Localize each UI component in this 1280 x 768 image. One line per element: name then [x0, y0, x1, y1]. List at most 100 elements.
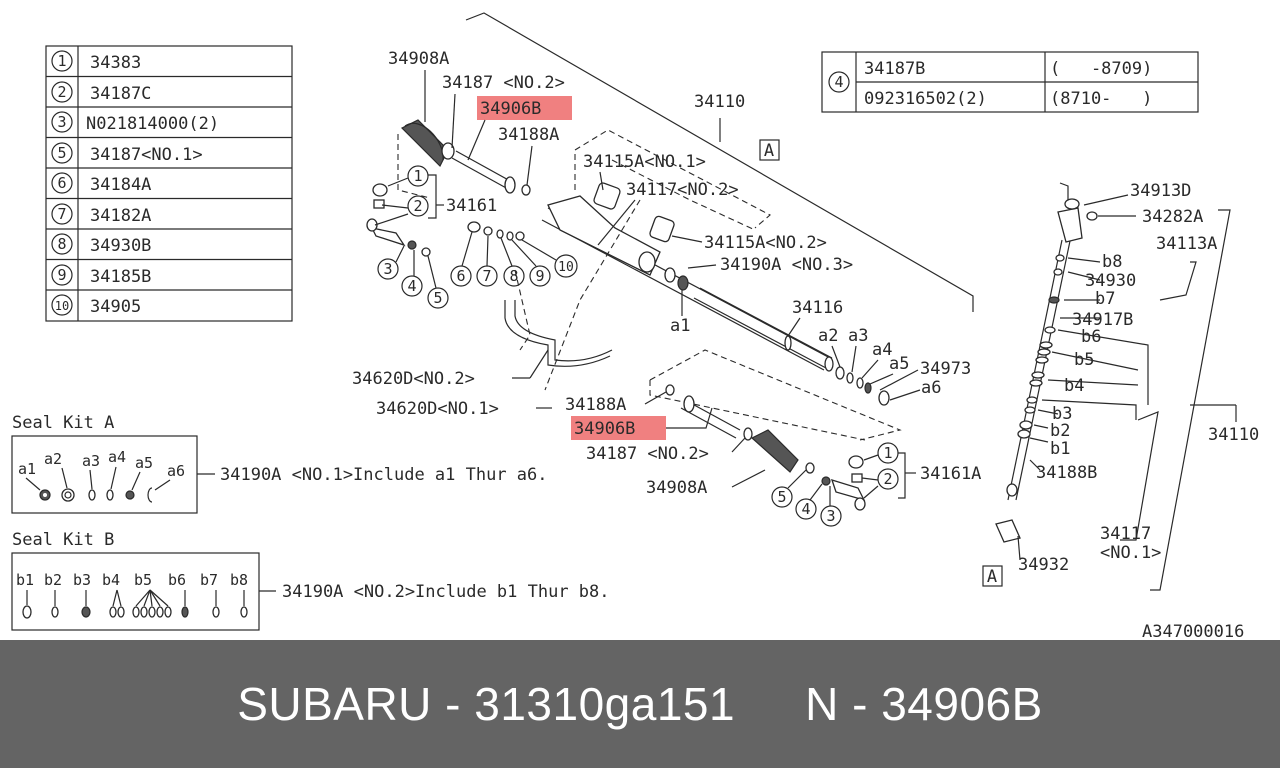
reference-mark: [982, 565, 1003, 587]
part-label-highlighted: 34906B: [480, 99, 541, 119]
seal-item-label: b3: [73, 571, 91, 589]
part-label: b8: [1102, 252, 1122, 272]
part-label: 34913D: [1130, 181, 1191, 201]
part-label: a1: [670, 316, 690, 336]
legend-index: 3: [57, 113, 66, 131]
footer-part-number: N - 34906B: [805, 678, 1043, 730]
variant-part-number: 34187B: [864, 59, 925, 79]
legend-index: 8: [57, 235, 66, 253]
callout-number: 3: [383, 260, 392, 278]
highlight-box: [477, 96, 572, 120]
part-label: b3: [1052, 404, 1072, 424]
legend-row: 2 34187C: [51, 81, 151, 104]
part-label: b5: [1074, 350, 1094, 370]
legend-row: 10 34905: [51, 294, 141, 317]
part-label: b4: [1064, 376, 1084, 396]
legend-part-number: 34930B: [90, 236, 151, 256]
part-label: b7: [1095, 289, 1115, 309]
seal-item-label: b7: [200, 571, 218, 589]
callout-number: 2: [413, 197, 422, 215]
legend-index: 7: [57, 205, 66, 223]
part-label: 34930: [1085, 271, 1136, 291]
part-label: a6: [921, 378, 941, 398]
steering-rack-assembly: [366, 12, 974, 511]
legend-part-number: 34905: [90, 297, 141, 317]
legend-row: 7 34182A: [51, 203, 151, 226]
callout-number: 8: [509, 267, 518, 285]
variant-part-number: 092316502(2): [864, 89, 987, 109]
seal-item-label: a3: [82, 452, 100, 470]
part-label: 34113A: [1156, 234, 1217, 254]
legend-part-number: 34383: [90, 53, 141, 73]
legend-part-number: 34187<NO.1>: [90, 145, 203, 165]
reference-mark-label: A: [987, 567, 997, 587]
highlight-box: [571, 416, 666, 440]
legend-index: 10: [55, 299, 69, 313]
footer-bar: SUBARU - 31310ga151 N - 34906B: [0, 640, 1280, 768]
callout-number: 5: [777, 488, 786, 506]
part-label: 34110: [694, 92, 745, 112]
legend-index: 5: [57, 144, 66, 162]
seal-item-label: b1: [16, 571, 34, 589]
seal-item-label: b2: [44, 571, 62, 589]
callout-number: 3: [826, 507, 835, 525]
seal-kit-b-title: Seal Kit B: [12, 530, 114, 550]
part-label: a4: [872, 340, 892, 360]
part-label: 34161A: [920, 464, 981, 484]
part-label: a3: [848, 326, 868, 346]
seal-kit-a-callout: 34190A <NO.1>Include a1 Thur a6.: [220, 465, 548, 485]
parts-diagram: 1 34383 2 34187C 3 N021814000(2) 5 34187…: [11, 12, 1259, 640]
seal-item-label: b5: [134, 571, 152, 589]
callout-number: 1: [883, 444, 892, 462]
legend-row: 3 N021814000(2): [51, 111, 219, 134]
reference-mark: [759, 139, 780, 161]
part-label: 34908A: [646, 478, 707, 498]
legend-row: 6 34184A: [51, 172, 151, 195]
callout-number: 9: [535, 267, 544, 285]
part-label: 34187 <NO.2>: [442, 73, 565, 93]
callout-number: 10: [558, 260, 574, 275]
part-label: 34161: [446, 196, 497, 216]
seal-item-label: a5: [135, 454, 153, 472]
variant-table: 4 34187B ( -8709) 092316502(2) (8710- ): [821, 51, 1199, 113]
legend-row: 5 34187<NO.1>: [51, 142, 203, 165]
variant-table-index: 4: [834, 73, 843, 91]
part-label: 34973: [920, 359, 971, 379]
part-label: 34188B: [1036, 463, 1097, 483]
seal-kit-b-callout: 34190A <NO.2>Include b1 Thur b8.: [282, 582, 610, 602]
seal-item-label: b8: [230, 571, 248, 589]
seal-item-label: a2: [44, 450, 62, 468]
part-label: 34117<NO.2>: [626, 180, 739, 200]
callout-number: 2: [883, 470, 892, 488]
part-label: 34188A: [565, 395, 626, 415]
legend-part-number: 34184A: [90, 175, 151, 195]
part-label: 34187 <NO.2>: [586, 444, 709, 464]
callout-number: 4: [801, 500, 810, 518]
seal-item-label: a6: [167, 462, 185, 480]
callout-number: 4: [407, 277, 416, 295]
legend-row: 8 34930B: [51, 233, 151, 256]
part-label: 34115A<NO.1>: [583, 152, 706, 172]
legend-index: 2: [57, 83, 66, 101]
legend-part-number: N021814000(2): [86, 114, 219, 134]
part-label: 34620D<NO.2>: [352, 369, 475, 389]
part-label: a5: [889, 354, 909, 374]
part-label: 34190A <NO.3>: [720, 255, 853, 275]
legend-part-number: 34187C: [90, 84, 151, 104]
reference-mark-label: A: [764, 141, 774, 161]
seal-item-label: a1: [18, 460, 36, 478]
part-label: 34908A: [388, 49, 449, 69]
seal-kit-b: Seal Kit B b1 b2 b3 b4 b5 b6 b7 b8: [11, 530, 610, 631]
legend-table: 1 34383 2 34187C 3 N021814000(2) 5 34187…: [45, 45, 293, 322]
part-label-highlighted: 34906B: [574, 419, 635, 439]
part-label: 34932: [1018, 555, 1069, 575]
part-label: 34115A<NO.2>: [704, 233, 827, 253]
callout-number: 6: [456, 267, 465, 285]
callout-number: 5: [433, 289, 442, 307]
footer-model-code: SUBARU - 31310ga151: [237, 678, 736, 730]
legend-index: 9: [57, 266, 66, 284]
diagram-reference-code: A347000016: [1142, 622, 1244, 640]
part-label: 34282A: [1142, 207, 1203, 227]
seal-item-label: b6: [168, 571, 186, 589]
part-label: b1: [1050, 439, 1070, 459]
